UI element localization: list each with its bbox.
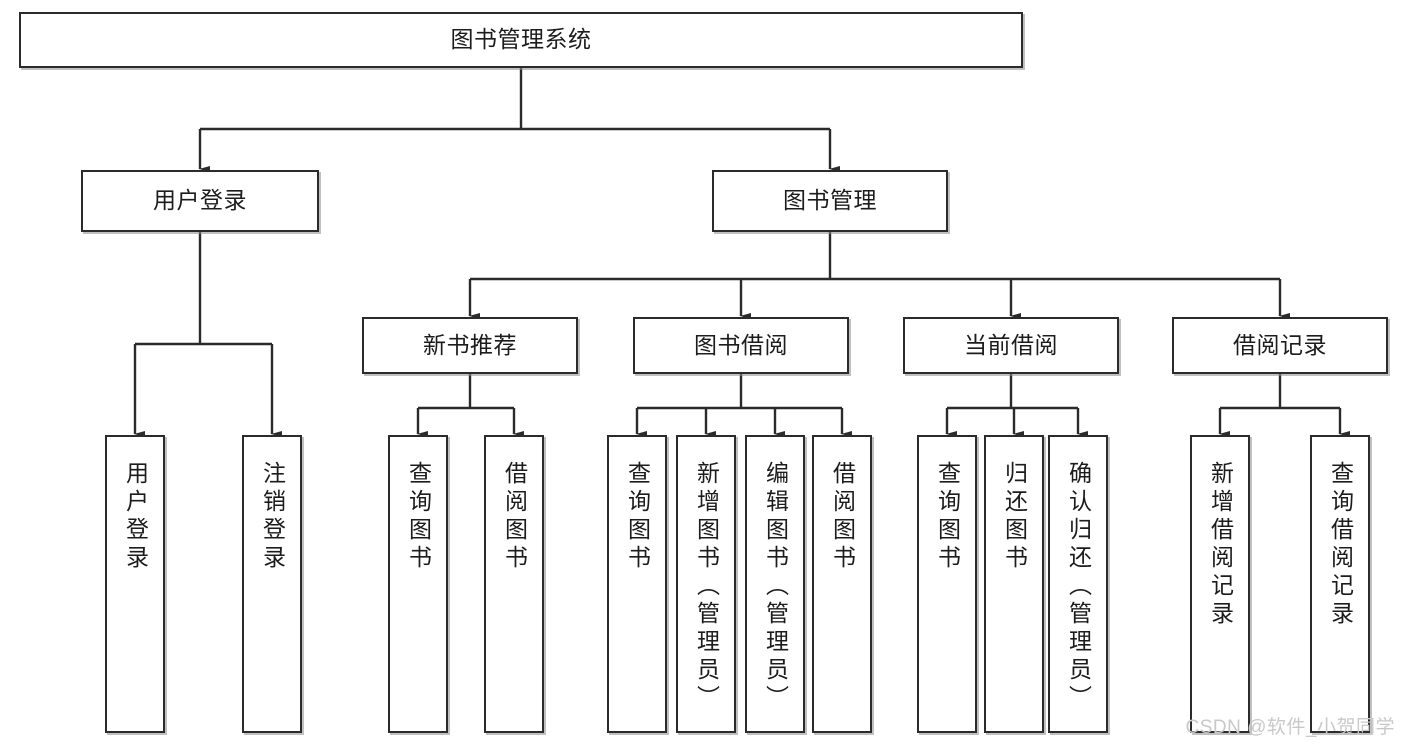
node-leaf-borrow-1[interactable]: 借阅图书 — [484, 435, 544, 733]
node-label: 借阅记录 — [1233, 331, 1327, 358]
node-leaf-confirm[interactable]: 确认归还（管理员） — [1048, 435, 1108, 733]
node-root[interactable]: 图书管理系统 — [19, 12, 1023, 68]
node-label: 查询借阅记录 — [1327, 461, 1354, 629]
node-label: 图书管理系统 — [450, 26, 592, 53]
node-borrow-record[interactable]: 借阅记录 — [1172, 317, 1388, 374]
node-leaf-add-book[interactable]: 新增图书（管理员） — [676, 435, 736, 733]
node-label: 新增图书（管理员） — [693, 461, 720, 713]
node-leaf-query-1[interactable]: 查询图书 — [388, 435, 448, 733]
node-label: 新增借阅记录 — [1207, 461, 1234, 629]
node-leaf-return[interactable]: 归还图书 — [984, 435, 1044, 733]
node-leaf-query-3[interactable]: 查询图书 — [917, 435, 977, 733]
node-label: 查询图书 — [624, 461, 651, 573]
node-label: 借阅图书 — [501, 461, 528, 573]
node-leaf-add-rec[interactable]: 新增借阅记录 — [1190, 435, 1250, 733]
node-label: 用户登录 — [153, 187, 247, 214]
node-leaf-query-rec[interactable]: 查询借阅记录 — [1310, 435, 1370, 733]
node-leaf-logout[interactable]: 注销登录 — [242, 435, 302, 733]
node-label: 确认归还（管理员） — [1065, 461, 1092, 713]
node-label: 借阅图书 — [829, 461, 856, 573]
node-leaf-borrow-2[interactable]: 借阅图书 — [812, 435, 872, 733]
node-book-borrow[interactable]: 图书借阅 — [633, 317, 849, 374]
node-label: 查询图书 — [934, 461, 961, 573]
node-label: 当前借阅 — [964, 331, 1058, 358]
node-label: 归还图书 — [1001, 461, 1028, 573]
node-leaf-user-login[interactable]: 用户登录 — [105, 435, 165, 733]
node-book-mgmt[interactable]: 图书管理 — [712, 170, 948, 232]
node-user-login[interactable]: 用户登录 — [81, 170, 319, 232]
node-current-borrow[interactable]: 当前借阅 — [903, 317, 1119, 374]
node-label: 新书推荐 — [423, 331, 517, 358]
node-leaf-query-2[interactable]: 查询图书 — [607, 435, 667, 733]
node-label: 用户登录 — [122, 461, 149, 573]
node-new-book-rec[interactable]: 新书推荐 — [362, 317, 578, 374]
node-label: 图书管理 — [783, 187, 877, 214]
node-leaf-edit-book[interactable]: 编辑图书（管理员） — [745, 435, 805, 733]
watermark: CSDN @软件_小贺同学 — [1185, 717, 1395, 738]
node-label: 图书借阅 — [694, 331, 788, 358]
node-label: 编辑图书（管理员） — [762, 461, 789, 713]
node-label: 查询图书 — [405, 461, 432, 573]
node-label: 注销登录 — [259, 461, 286, 573]
